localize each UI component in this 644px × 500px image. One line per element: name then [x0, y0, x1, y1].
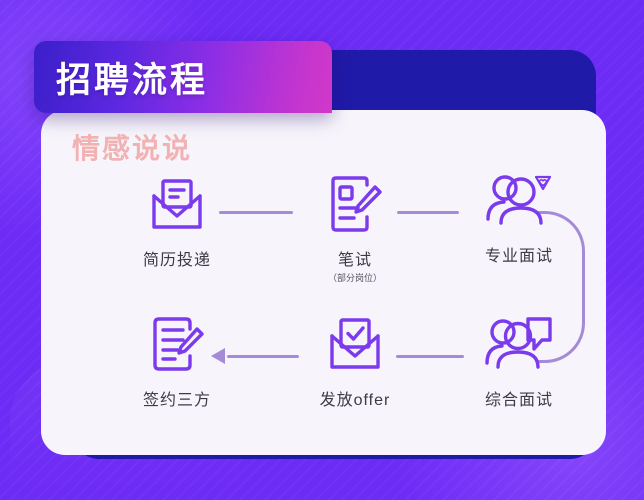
flow-step-sign-contract[interactable]: 签约三方 — [117, 308, 237, 411]
flow-step-label: 综合面试 — [484, 392, 553, 409]
flow-step-label: 笔试 — [337, 252, 372, 269]
page-title: 招聘流程 — [56, 60, 209, 100]
content-card — [41, 110, 606, 455]
envelope-check-icon — [295, 308, 415, 382]
connector-final-to-offer — [396, 355, 464, 358]
recruitment-flow-diagram: 简历投递 笔试 （部分岗位） — [41, 110, 606, 455]
connector-written-to-prof — [397, 211, 459, 214]
contract-pencil-icon — [117, 308, 237, 382]
flow-step-label: 发放offer — [319, 392, 391, 409]
watermark-text: 情感说说 — [72, 133, 193, 164]
flow-step-final-interview[interactable]: 综合面试 — [459, 308, 579, 411]
connector-resume-to-written — [219, 211, 293, 214]
flow-step-label: 签约三方 — [142, 392, 211, 409]
flow-step-label: 专业面试 — [484, 248, 553, 265]
document-pencil-icon — [295, 168, 415, 242]
two-people-chat-icon — [459, 308, 579, 382]
arrowhead-to-sign-icon — [211, 348, 225, 364]
connector-offer-to-sign — [227, 355, 299, 358]
flow-step-professional-interview[interactable]: 专业面试 — [459, 164, 579, 267]
title-banner: 招聘流程 — [34, 41, 332, 113]
flow-step-sublabel: （部分岗位） — [327, 273, 382, 283]
two-people-gem-icon — [459, 164, 579, 238]
flow-step-resume[interactable]: 简历投递 — [117, 168, 237, 271]
flow-step-offer[interactable]: 发放offer — [295, 308, 415, 411]
envelope-document-icon — [117, 168, 237, 242]
flow-step-label: 简历投递 — [142, 252, 211, 269]
flow-step-written-test[interactable]: 笔试 （部分岗位） — [295, 168, 415, 284]
